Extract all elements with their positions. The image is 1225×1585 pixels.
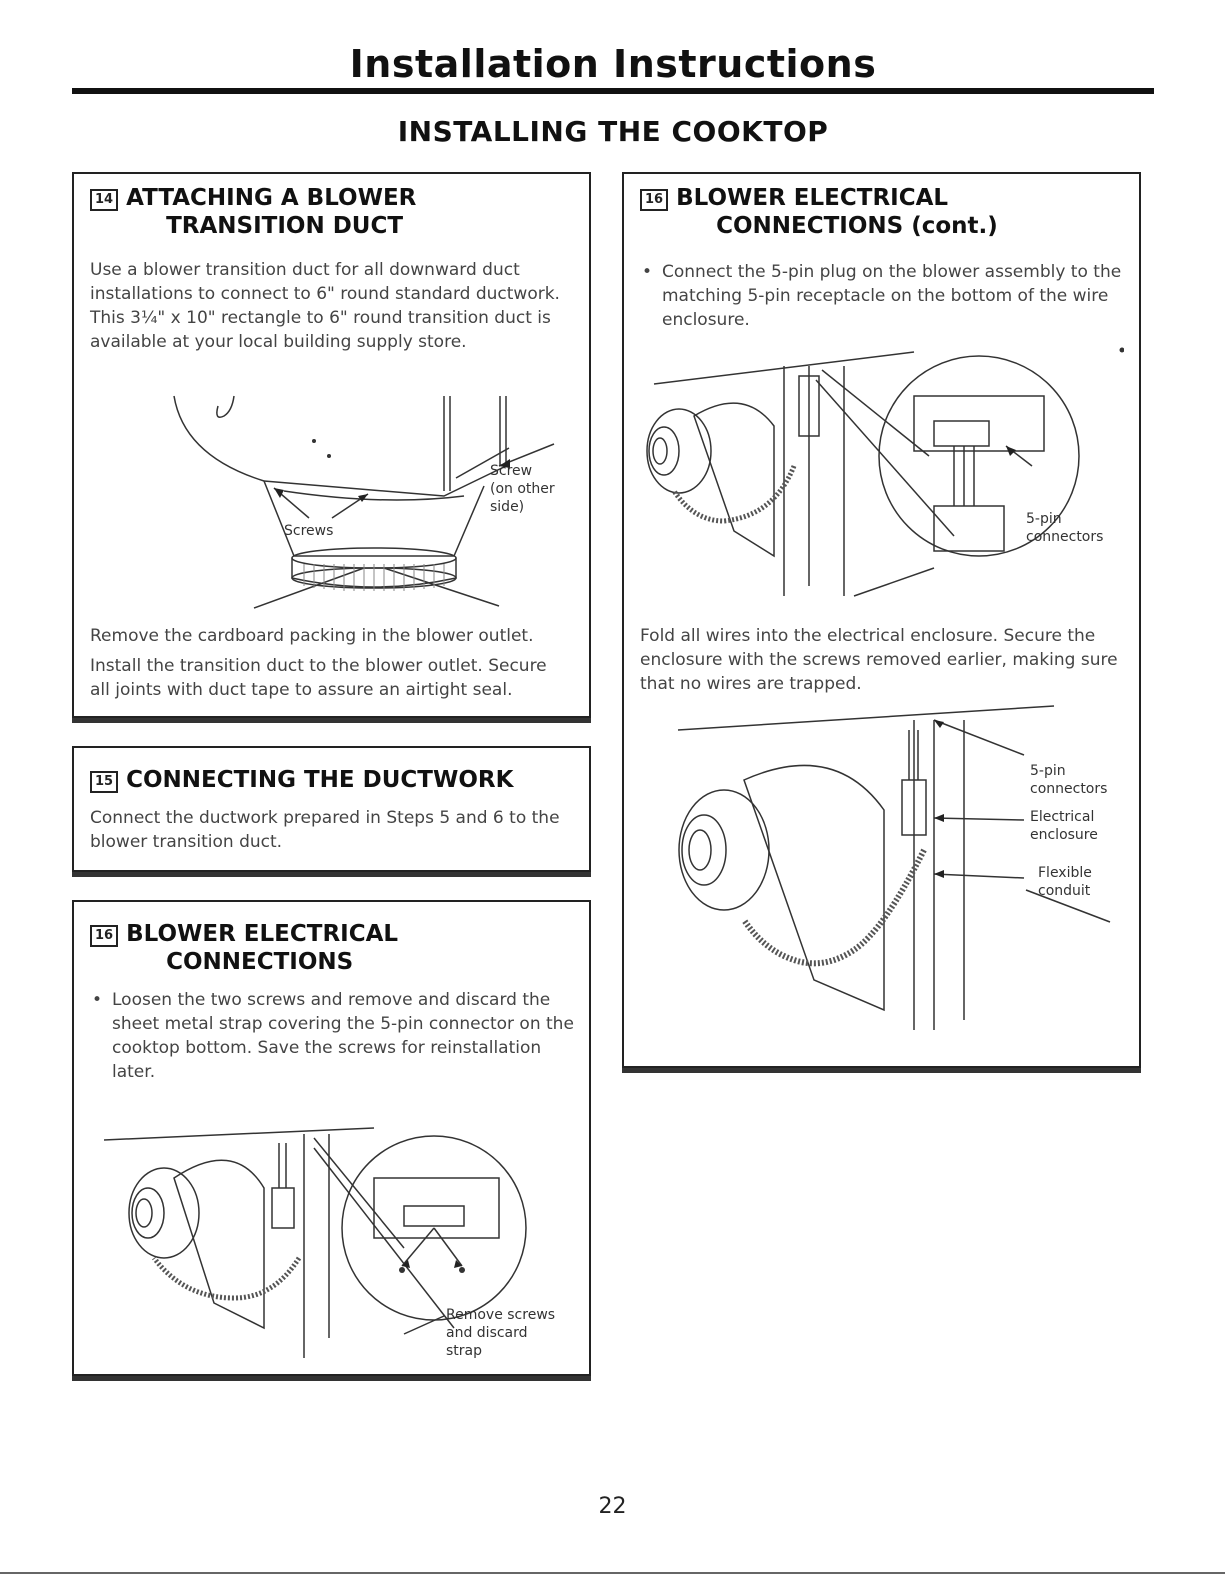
callout-electrical-enclosure: Electrical enclosure [1030,809,1098,843]
step-16-title-line1: BLOWER ELECTRICAL [126,921,399,947]
section-title: INSTALLING THE COOKTOP [397,115,829,148]
callout-5pin-connectors: 5-pin connectors [1030,763,1108,797]
step-15-number: 15 [90,771,119,793]
callout-screw-other-side: Screw (on other side) [490,463,555,515]
connect-plug-diagram [646,347,1124,597]
step-14-intro: Use a blower transition duct for all dow… [90,260,560,352]
step-14-number: 14 [90,189,119,211]
callout-5pin-connectors-top: 5-pin connectors [1026,511,1104,545]
step-16-cont-box: 16 BLOWER ELECTRICAL CONNECTIONS (cont.)… [622,172,1141,1073]
header-rule [72,88,1154,94]
step-16-number: 16 [90,925,119,947]
step-14-title-line2: TRANSITION DUCT [166,213,404,239]
callout-screws: Screws [284,523,334,539]
page-number: 22 [598,1494,627,1519]
page-header: Installation Instructions [72,42,1154,86]
callout-flexible-conduit: Flexible conduit [1038,865,1092,899]
step-16-box: 16 BLOWER ELECTRICAL CONNECTIONS Loosen … [72,900,591,1381]
step-15-box: 15 CONNECTING THE DUCTWORK Connect the d… [72,746,591,877]
step-15-title: CONNECTING THE DUCTWORK [126,767,514,793]
step-16-cont-fold-text: Fold all wires into the electrical enclo… [640,626,1118,694]
callout-remove-screws: Remove screws and discard strap [446,1307,556,1359]
remove-strap-diagram [104,1127,527,1358]
step-16-cont-title-line2: CONNECTIONS (cont.) [716,213,998,239]
step-16-cont-bullet: Connect the 5-pin plug on the blower ass… [642,260,1132,332]
step-14-para2: Install the transition duct to the blowe… [90,656,547,700]
transition-duct-diagram [173,395,555,609]
step-16-cont-title-line1: BLOWER ELECTRICAL [676,185,949,211]
step-14-heading: 14 ATTACHING A BLOWER TRANSITION DUCT [90,184,416,240]
step-14-title-line1: ATTACHING A BLOWER [126,185,417,211]
page-title: Installation Instructions [349,42,877,86]
step-14-para1: Remove the cardboard packing in the blow… [90,626,534,646]
bottom-rule [0,1572,1225,1574]
step-16-cont-number: 16 [640,189,669,211]
step-16-title: BLOWER ELECTRICAL CONNECTIONS [126,920,398,976]
step-14-title: ATTACHING A BLOWER TRANSITION DUCT [126,184,416,240]
step-16-cont-title: BLOWER ELECTRICAL CONNECTIONS (cont.) [676,184,998,240]
step-15-text: Connect the ductwork prepared in Steps 5… [90,808,560,852]
step-15-heading: 15 CONNECTING THE DUCTWORK [90,766,513,794]
step-16-bullet: Loosen the two screws and remove and dis… [92,988,582,1084]
enclosure-diagram [677,705,1111,1030]
step-14-box: 14 ATTACHING A BLOWER TRANSITION DUCT Us… [72,172,591,723]
step-16-heading: 16 BLOWER ELECTRICAL CONNECTIONS [90,920,398,976]
step-16-cont-heading: 16 BLOWER ELECTRICAL CONNECTIONS (cont.) [640,184,998,240]
step-16-title-line2: CONNECTIONS [166,949,354,975]
